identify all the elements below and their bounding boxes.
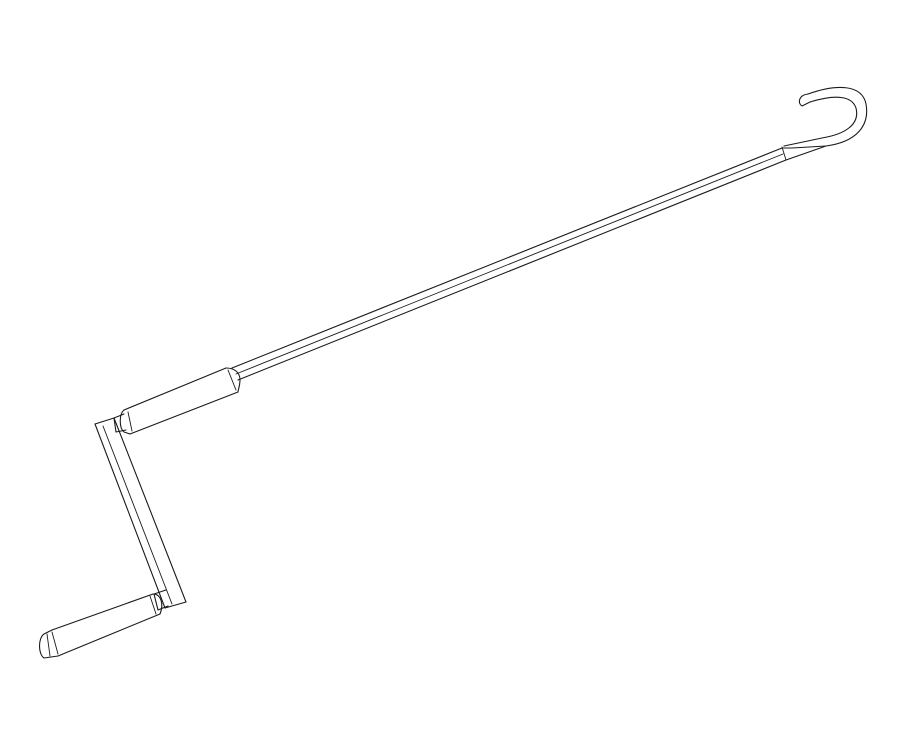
- lower-grip-bottom-edge: [57, 613, 161, 657]
- upper-collar: [113, 413, 127, 433]
- upper-grip-sleeve: [119, 367, 241, 435]
- crank-arm-inner-edge: [102, 425, 173, 605]
- upper-grip-left-seam: [127, 411, 133, 432]
- crank-arm-right-edge: [113, 417, 187, 603]
- upper-grip-bottom-edge: [129, 391, 239, 435]
- hook-inner-curve: [783, 96, 858, 147]
- hook: [783, 86, 868, 149]
- hook-ferrule-bottom: [785, 145, 827, 161]
- lower-grip-right-seam: [149, 595, 157, 615]
- upper-grip-top-edge: [123, 367, 227, 411]
- line-art: [38, 86, 868, 659]
- upper-grip-right-cap: [225, 367, 241, 393]
- upper-grip-right-seam: [227, 369, 237, 391]
- crank-arm-left-edge: [94, 423, 166, 609]
- lower-grip-top-edge: [51, 593, 154, 631]
- crank-arm-bottom-cap: [164, 601, 187, 609]
- lower-grip-right-cap: [152, 593, 163, 615]
- hook-ferrule: [781, 145, 827, 161]
- upper-collar-outline: [113, 413, 127, 433]
- hook-tip: [798, 93, 811, 107]
- lower-grip-end-cap: [38, 629, 59, 659]
- main-shaft-top-edge: [231, 147, 783, 369]
- upper-grip-left-cap: [119, 409, 131, 435]
- main-shaft-bottom-edge: [237, 159, 787, 381]
- main-shaft: [231, 147, 787, 381]
- lower-collar: [153, 589, 169, 611]
- crank-arm: [94, 417, 187, 609]
- hook-outer-curve: [791, 86, 868, 149]
- lower-collar-outline: [153, 589, 169, 611]
- lower-hand-grip: [38, 593, 163, 659]
- hook-ferrule-seam: [781, 146, 787, 161]
- main-shaft-center-line: [235, 153, 784, 375]
- crank-arm-top-cap: [94, 417, 115, 425]
- lower-grip-end-seam-2: [46, 633, 51, 657]
- lower-grip-end-seam: [51, 631, 59, 655]
